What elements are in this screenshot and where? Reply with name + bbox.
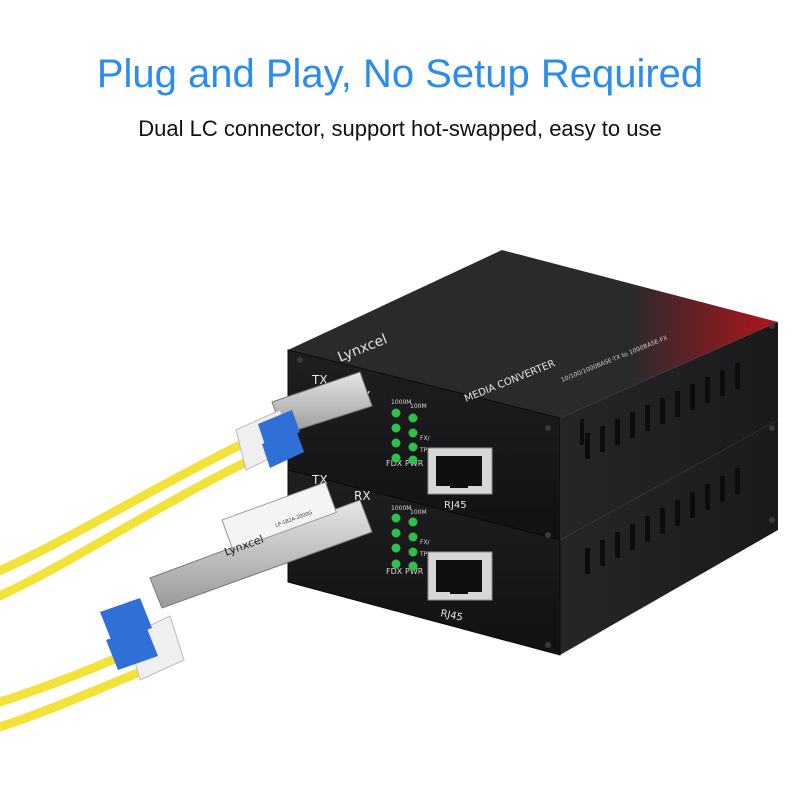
- side-vents-top: [585, 363, 740, 459]
- led-label-fx-bottom: FX/: [420, 539, 431, 546]
- sfp-module: Lynxcel LP-1B2A-2000G: [149, 481, 373, 609]
- rj45-label-bottom: RJ45: [439, 608, 463, 623]
- led-label-pwr-bottom: PWR: [405, 567, 424, 576]
- led-label-1000m-top: 1000M: [391, 399, 411, 406]
- rj45-port-bottom: [427, 551, 493, 601]
- led-label-1000m-bottom: 1000M: [391, 505, 411, 512]
- tx-label-top: TX: [311, 373, 328, 387]
- rj45-label-top: RJ45: [444, 500, 467, 511]
- rx-label-bottom: RX: [354, 489, 371, 503]
- side-vents-bottom: [585, 468, 740, 574]
- lc-connector-top: [235, 409, 304, 471]
- top-media-converter: Lynxcel MEDIA CONVERTER 10/100/1000BASE-…: [287, 250, 778, 541]
- led-label-fx-top: FX/: [420, 435, 431, 442]
- led-label-tp-bottom: TP/: [419, 551, 430, 558]
- led-label-tp-top: TP/: [419, 447, 430, 454]
- headline: Plug and Play, No Setup Required: [96, 52, 704, 96]
- rj45-port-top: [427, 447, 493, 495]
- lc-connector-bottom: [100, 598, 185, 681]
- led-label-fdx-bottom: FDX: [386, 567, 403, 576]
- subheadline: Dual LC connector, support hot-swapped, …: [138, 116, 662, 141]
- led-label-100m-top: 100M: [410, 403, 427, 410]
- led-label-fdx-top: FDX: [386, 459, 403, 468]
- fiber-cables: [0, 440, 251, 732]
- status-leds-bottom: [391, 513, 418, 571]
- status-leds-top: [391, 408, 418, 465]
- led-label-100m-bottom: 100M: [410, 509, 427, 516]
